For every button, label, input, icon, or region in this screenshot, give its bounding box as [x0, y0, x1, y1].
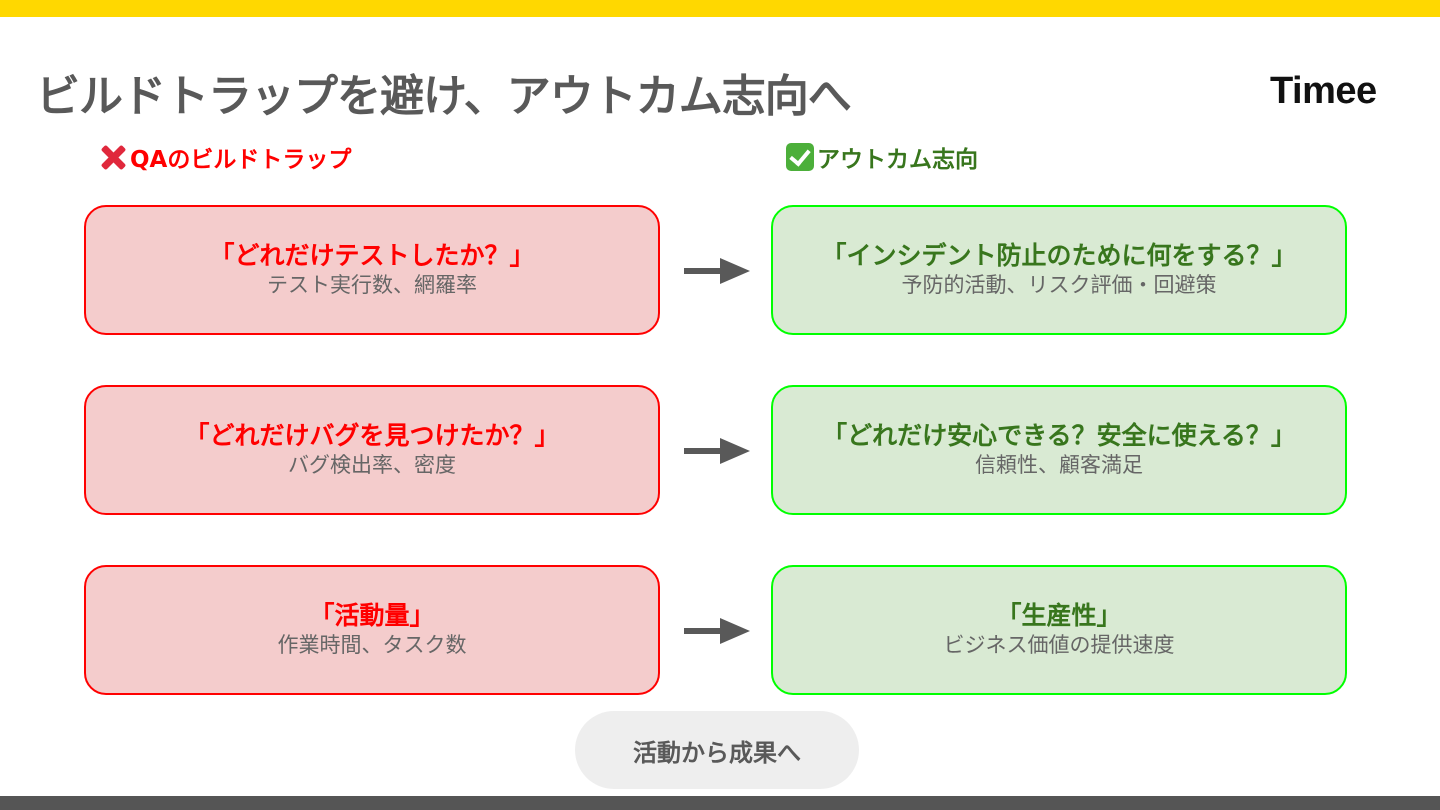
bad-card-subtitle: テスト実行数、網羅率 — [267, 273, 477, 297]
bad-card-title: 「どれだけバグを見つけたか？」 — [184, 421, 560, 450]
bad-column-header: QAのビルドトラップ — [98, 140, 351, 174]
good-card-1: 「インシデント防止のために何をする？」 予防的活動、リスク評価・回避策 — [771, 205, 1347, 335]
check-mark-icon — [786, 143, 814, 171]
bad-card-2: 「どれだけバグを見つけたか？」 バグ検出率、密度 — [84, 385, 660, 515]
right-arrow-icon — [684, 258, 750, 284]
good-column-label: アウトカム志向 — [817, 147, 978, 173]
bad-card-1: 「どれだけテストしたか？」 テスト実行数、網羅率 — [84, 205, 660, 335]
top-accent-bar — [0, 0, 1440, 17]
bottom-bar — [0, 796, 1440, 810]
timee-logo: Timee — [1270, 70, 1377, 112]
summary-pill: 活動から成果へ — [575, 711, 859, 789]
right-arrow-icon — [684, 438, 750, 464]
good-card-title: 「どれだけ安心できる？安全に使える？」 — [822, 421, 1296, 450]
good-card-subtitle: 信頼性、顧客満足 — [975, 453, 1143, 477]
good-column-header: アウトカム志向 — [786, 140, 978, 174]
bad-card-3: 「活動量」 作業時間、タスク数 — [84, 565, 660, 695]
bad-column-label: QAのビルドトラップ — [130, 147, 352, 173]
bad-card-title: 「活動量」 — [309, 601, 435, 630]
good-card-subtitle: 予防的活動、リスク評価・回避策 — [901, 273, 1217, 297]
bad-card-title: 「どれだけテストしたか？」 — [209, 241, 535, 270]
good-card-3: 「生産性」 ビジネス価値の提供速度 — [771, 565, 1347, 695]
cross-mark-icon — [98, 142, 128, 172]
good-card-title: 「インシデント防止のために何をする？」 — [821, 241, 1297, 270]
bad-card-subtitle: バグ検出率、密度 — [288, 453, 456, 477]
slide-title: ビルドトラップを避け、アウトカム志向へ — [36, 71, 852, 122]
bad-card-subtitle: 作業時間、タスク数 — [277, 633, 467, 657]
right-arrow-icon — [684, 618, 750, 644]
good-card-subtitle: ビジネス価値の提供速度 — [943, 633, 1175, 657]
good-card-title: 「生産性」 — [996, 601, 1122, 630]
good-card-2: 「どれだけ安心できる？安全に使える？」 信頼性、顧客満足 — [771, 385, 1347, 515]
